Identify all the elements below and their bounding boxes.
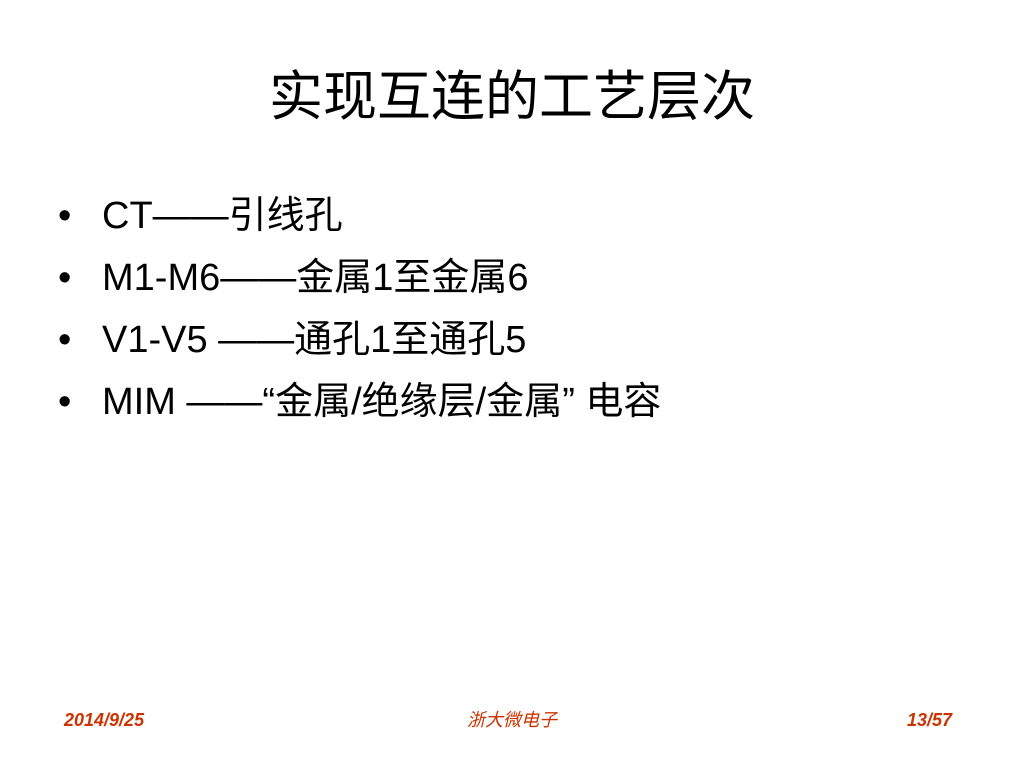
bullet-text: CT——引线孔 bbox=[102, 195, 343, 237]
bullet-item-via: • V1-V5 ——通孔1至通孔5 bbox=[58, 309, 661, 371]
bullet-item-mim: • MIM ——“金属/绝缘层/金属” 电容 bbox=[58, 371, 661, 433]
bullet-icon: • bbox=[58, 381, 72, 423]
bullet-icon: • bbox=[58, 257, 72, 299]
bullet-item-metal: • M1-M6——金属1至金属6 bbox=[58, 247, 661, 309]
bullet-icon: • bbox=[58, 319, 72, 361]
footer-date: 2014/9/25 bbox=[64, 710, 145, 730]
footer-page-number: 13/57 bbox=[906, 710, 952, 730]
footer-organization: 浙大微电子 bbox=[467, 710, 557, 730]
bullet-text: M1-M6——金属1至金属6 bbox=[102, 257, 529, 299]
bullet-text: V1-V5 ——通孔1至通孔5 bbox=[102, 319, 527, 361]
bullet-list: • CT——引线孔 • M1-M6——金属1至金属6 • V1-V5 ——通孔1… bbox=[58, 185, 661, 433]
slide-title: 实现互连的工艺层次 bbox=[269, 65, 755, 128]
bullet-item-ct: • CT——引线孔 bbox=[58, 185, 661, 247]
bullet-text: MIM ——“金属/绝缘层/金属” 电容 bbox=[102, 381, 662, 423]
bullet-icon: • bbox=[58, 195, 72, 237]
